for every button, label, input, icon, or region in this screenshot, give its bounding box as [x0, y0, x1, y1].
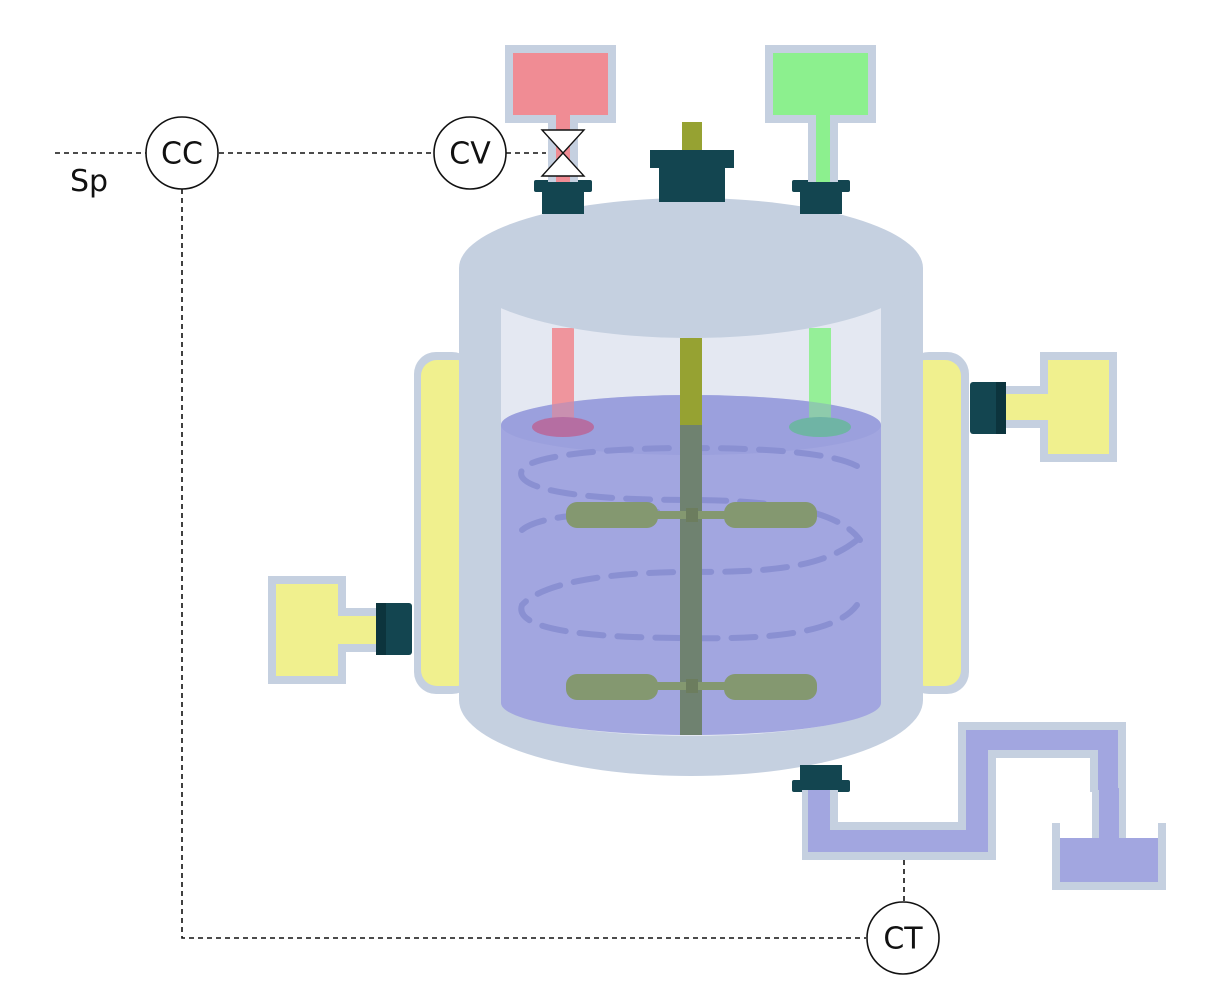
jacket-right-port [970, 352, 1117, 462]
control-valve-bubble[interactable]: CV [433, 116, 507, 190]
setpoint-label: Sp [70, 164, 108, 199]
motor-nozzle [650, 122, 734, 202]
bottom-outlet-nozzle [792, 765, 850, 792]
receiver-tank [1052, 788, 1166, 890]
control-valve-symbol [540, 129, 586, 177]
transmitter-bubble[interactable]: CT [866, 901, 940, 975]
impeller-lower [566, 674, 817, 700]
feed-a-nozzle [534, 180, 592, 214]
transmitter-label: CT [883, 922, 923, 957]
feed-b-tank [765, 45, 876, 182]
transmitter-to-controller-signal [181, 189, 866, 939]
feed-b-dip-pipe [809, 328, 831, 428]
agitator-shaft-upper [680, 338, 702, 428]
control-valve-label: CV [449, 137, 491, 172]
controller-bubble[interactable]: CC [145, 116, 219, 190]
vessel-lid [459, 198, 923, 338]
feed-b-outlet [789, 417, 851, 437]
feed-b-nozzle [792, 180, 850, 214]
feed-a-dip-pipe [552, 328, 574, 428]
outlet-pipe [802, 722, 1126, 860]
jacket-left-port [268, 576, 412, 684]
agitator-shaft-lower [680, 425, 702, 735]
feed-a-outlet [532, 417, 594, 437]
controller-label: CC [161, 137, 203, 172]
impeller-upper [566, 502, 817, 528]
feed-a-tank [505, 45, 616, 182]
signal-lines [55, 152, 905, 939]
